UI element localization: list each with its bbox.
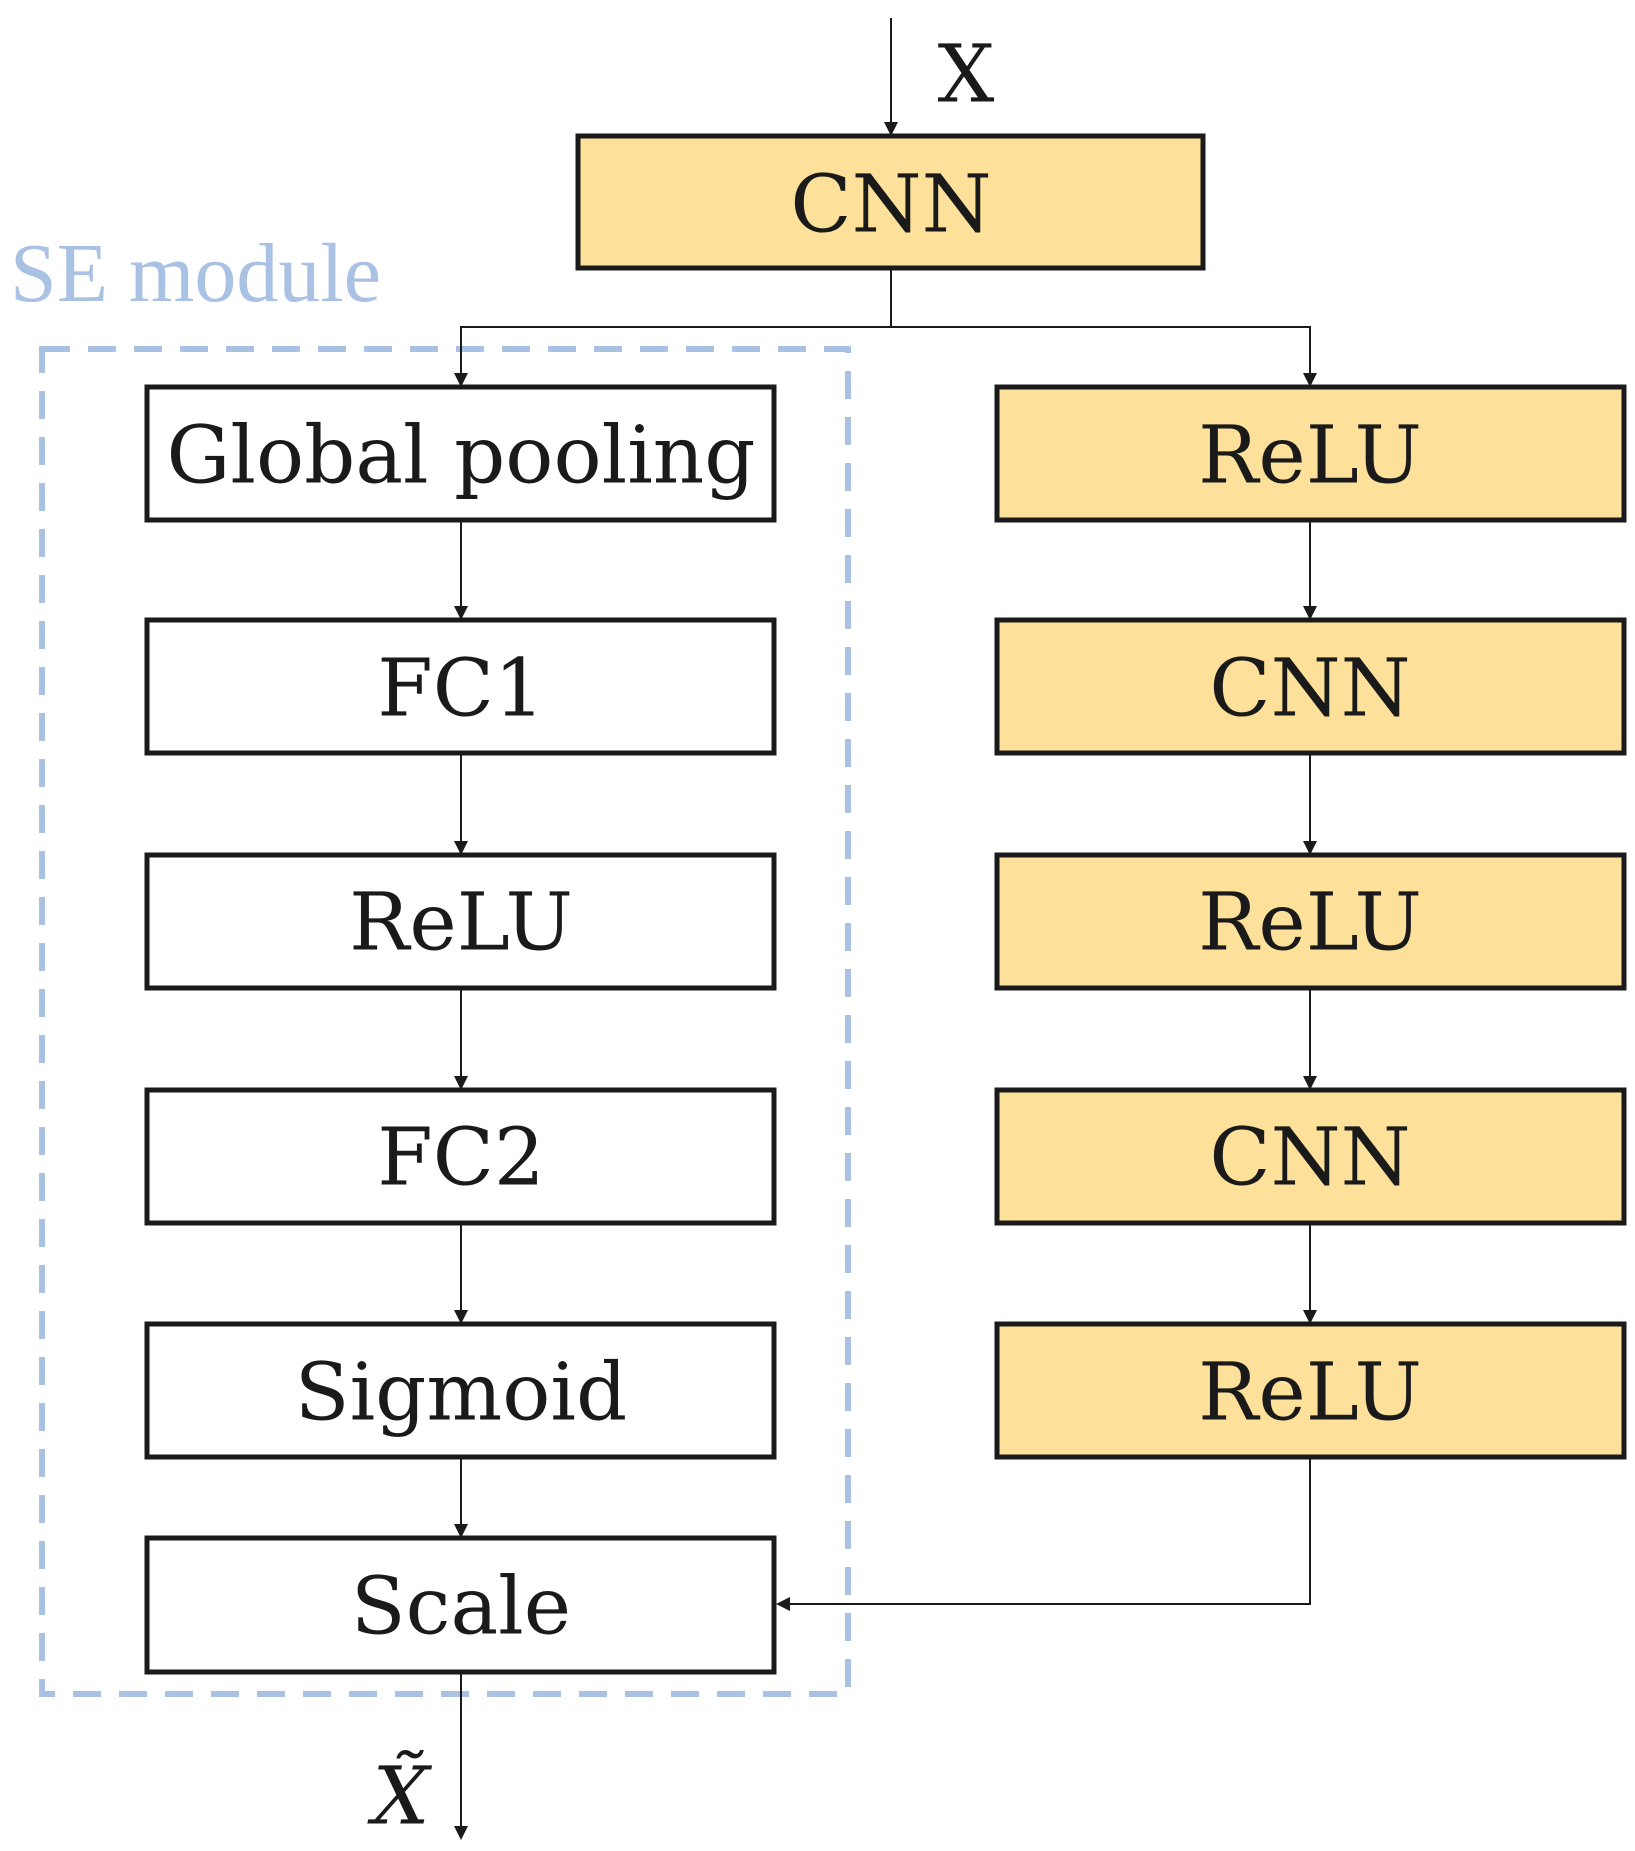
node-res-relu-1: ReLU: [994, 384, 1627, 523]
svg-text:Scale: Scale: [351, 1560, 571, 1653]
se-module-group-box: [39, 346, 851, 1697]
svg-text:FC1: FC1: [377, 642, 545, 735]
svg-text:ReLU: ReLU: [1198, 876, 1422, 969]
se-module-label: SE module: [10, 227, 381, 320]
svg-text:CNN: CNN: [1209, 1111, 1410, 1204]
svg-text:ReLU: ReLU: [349, 876, 573, 969]
node-fc1: FC1: [144, 617, 777, 756]
node-res-relu-3: ReLU: [994, 1321, 1627, 1460]
svg-text:CNN: CNN: [790, 158, 991, 251]
output-label: X̃: [367, 1749, 433, 1843]
edge-res-relu-3-to-scale: [776, 1457, 1311, 1611]
svg-text:CNN: CNN: [1209, 642, 1410, 735]
svg-text:Global pooling: Global pooling: [166, 409, 755, 502]
node-sigmoid: Sigmoid: [144, 1321, 777, 1460]
node-cnn-top: CNN: [575, 133, 1206, 271]
node-res-cnn-1: CNN: [994, 617, 1627, 756]
node-res-cnn-2: CNN: [994, 1087, 1627, 1226]
node-global-pooling: Global pooling: [144, 384, 777, 523]
svg-text:ReLU: ReLU: [1198, 409, 1422, 502]
svg-text:ReLU: ReLU: [1198, 1346, 1422, 1439]
edges: [454, 18, 1317, 1840]
input-label: X: [938, 28, 995, 121]
edge-cnn-to-res-relu-1: [891, 326, 1317, 387]
node-res-relu-2: ReLU: [994, 852, 1627, 991]
node-fc2: FC2: [144, 1087, 777, 1226]
svg-text:FC2: FC2: [377, 1111, 545, 1204]
edge-cnn-to-global-pooling: [454, 268, 892, 387]
node-scale: Scale: [144, 1535, 777, 1675]
node-se-relu: ReLU: [144, 852, 777, 991]
svg-text:Sigmoid: Sigmoid: [295, 1346, 627, 1439]
